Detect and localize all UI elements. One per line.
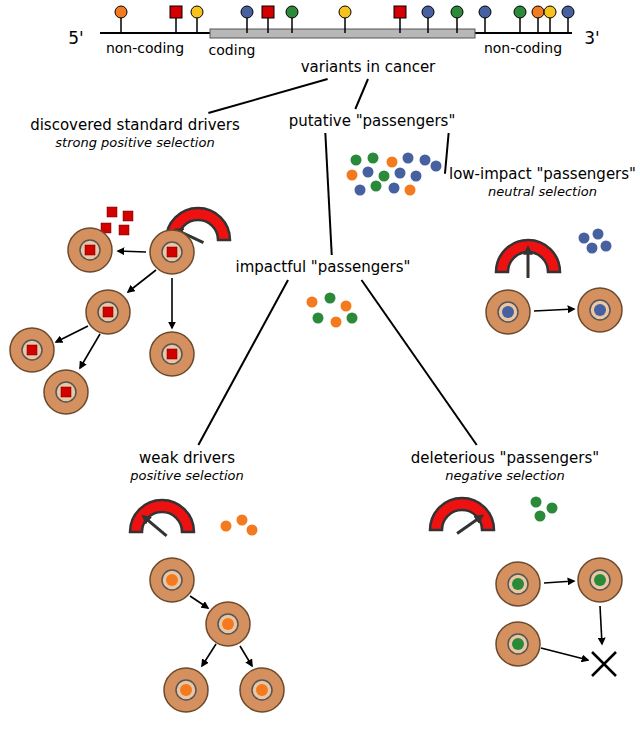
strand-end-label: 3'	[584, 30, 600, 46]
lineage-arrow	[118, 251, 146, 252]
lineage-arrow	[128, 270, 156, 292]
lineage-arrow	[600, 606, 602, 644]
cell	[496, 562, 540, 606]
category-label: deleterious "passengers"	[411, 449, 599, 467]
category-node: impactful "passengers"	[236, 258, 411, 276]
lineage-arrow	[56, 326, 88, 342]
category-node: deleterious "passengers"negative selecti…	[411, 449, 599, 484]
selection-label: positive selection	[130, 467, 244, 484]
strand-end-label: 5'	[68, 30, 84, 46]
variant-lollipops	[115, 6, 574, 33]
tree-connector	[355, 79, 368, 109]
selection-label: negative selection	[411, 467, 599, 484]
category-label: variants in cancer	[301, 58, 436, 76]
region-label: coding	[209, 42, 256, 58]
weak-driver-dots	[221, 515, 258, 536]
category-node: discovered standard driversstrong positi…	[30, 116, 240, 151]
category-node: weak driverspositive selection	[130, 449, 244, 484]
cell	[578, 288, 622, 332]
lineage-arrow	[544, 581, 574, 583]
cell	[86, 290, 130, 334]
category-label: impactful "passengers"	[236, 258, 411, 276]
cell	[486, 290, 530, 334]
selection-label: neutral selection	[449, 183, 636, 200]
cell	[68, 228, 112, 272]
tree-connector	[325, 133, 331, 255]
tree-connector	[198, 280, 288, 445]
selection-label: strong positive selection	[30, 134, 240, 151]
cell	[578, 558, 622, 602]
selection-gauge	[130, 500, 194, 536]
cell	[44, 370, 88, 414]
impactful-dots	[307, 293, 358, 328]
category-label: weak drivers	[130, 449, 244, 467]
cell	[150, 332, 194, 376]
category-node: putative "passengers"	[289, 112, 456, 130]
passenger-dots	[347, 153, 442, 196]
tree-connector	[361, 280, 476, 445]
category-label: discovered standard drivers	[30, 116, 240, 134]
selection-gauge	[496, 240, 560, 278]
lineage-arrow	[202, 644, 216, 666]
category-node: variants in cancer	[301, 58, 436, 76]
cell-death-cross	[592, 652, 616, 676]
tree-connector	[445, 133, 449, 174]
lineage-arrow	[171, 278, 173, 328]
lineage-arrow	[534, 309, 574, 311]
region-label: non-coding	[484, 40, 562, 56]
cell	[240, 668, 284, 712]
selection-gauge	[430, 498, 494, 533]
tree-connector	[208, 79, 327, 113]
deleterious-dots	[531, 497, 558, 522]
driver-squares	[101, 207, 133, 235]
coding-bar	[210, 29, 475, 38]
low-impact-dots	[579, 229, 612, 254]
category-node: low-impact "passengers"neutral selection	[449, 165, 636, 200]
lineage-arrow	[80, 334, 100, 368]
category-label: low-impact "passengers"	[449, 165, 636, 183]
category-label: putative "passengers"	[289, 112, 456, 130]
region-label: non-coding	[106, 40, 184, 56]
cell	[150, 558, 194, 602]
cell	[164, 668, 208, 712]
cell	[10, 328, 54, 372]
lineage-arrow	[541, 648, 588, 660]
lineage-arrow	[190, 596, 208, 608]
cell	[150, 230, 194, 274]
cell	[496, 622, 540, 666]
cell	[206, 602, 250, 646]
lineage-arrow	[240, 646, 252, 666]
